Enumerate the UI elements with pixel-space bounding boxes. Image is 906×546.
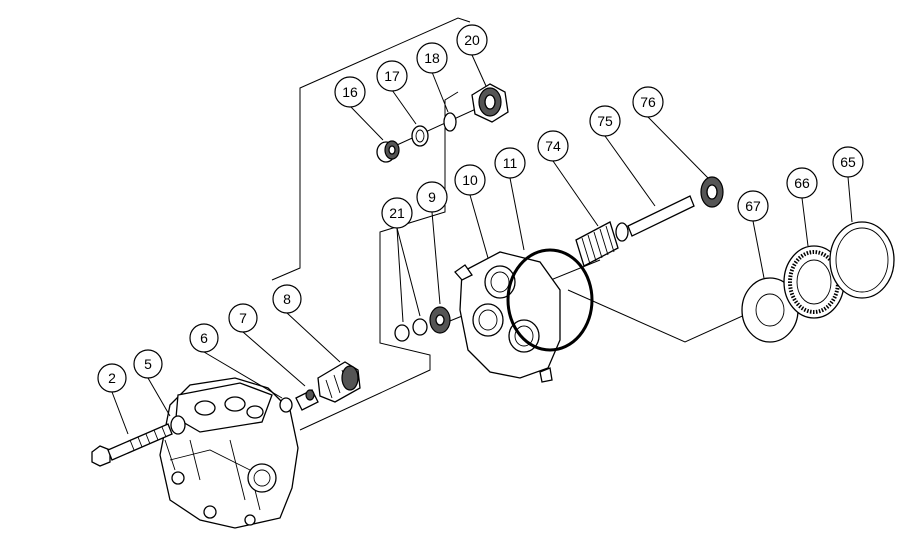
callout-6: 6 [189,323,219,353]
callout-16: 16 [334,76,366,108]
bolt-part [91,423,173,467]
svg-text:67: 67 [745,198,761,214]
callout-67: 67 [737,190,769,222]
svg-text:76: 76 [640,94,656,110]
valve-rings [394,306,451,342]
svg-text:16: 16 [342,84,358,100]
shaft-part [627,176,724,237]
callout-66: 66 [786,167,818,199]
callout-17: 17 [376,60,408,92]
callout-74: 74 [537,130,569,162]
callouts: 2 5 6 7 8 16 17 18 [97,24,864,393]
callout-8: 8 [272,284,302,314]
leader-lines [111,54,853,435]
manifold-plate [454,251,561,383]
svg-text:75: 75 [597,113,613,129]
callout-18: 18 [416,42,448,74]
svg-text:6: 6 [200,330,208,346]
callout-76: 76 [632,86,664,118]
callout-11: 11 [494,147,526,179]
svg-text:18: 18 [424,50,440,66]
callout-9: 9 [416,181,448,213]
svg-text:17: 17 [384,68,400,84]
callout-65: 65 [832,146,864,178]
svg-text:65: 65 [840,154,856,170]
svg-text:10: 10 [462,172,478,188]
large-o-ring [506,248,594,352]
svg-text:8: 8 [283,291,291,307]
check-valve-parts [279,361,361,413]
seal-parts [376,83,509,163]
callout-10: 10 [454,164,486,196]
callout-75: 75 [589,105,621,137]
pump-housing [159,377,299,529]
callout-2: 2 [97,363,127,393]
callout-7: 7 [228,303,258,333]
callout-5: 5 [133,349,163,379]
svg-text:5: 5 [144,356,152,372]
svg-text:2: 2 [108,370,116,386]
svg-text:66: 66 [794,175,810,191]
callout-20: 20 [456,24,488,56]
spring-part [575,221,629,267]
svg-text:11: 11 [503,155,518,171]
washer-part [170,415,186,435]
svg-text:21: 21 [389,205,405,221]
callout-21: 21 [381,197,413,229]
svg-text:9: 9 [428,189,436,205]
svg-text:74: 74 [545,138,561,154]
svg-text:7: 7 [239,310,247,326]
svg-text:20: 20 [464,32,480,48]
thrust-washers [741,221,895,343]
